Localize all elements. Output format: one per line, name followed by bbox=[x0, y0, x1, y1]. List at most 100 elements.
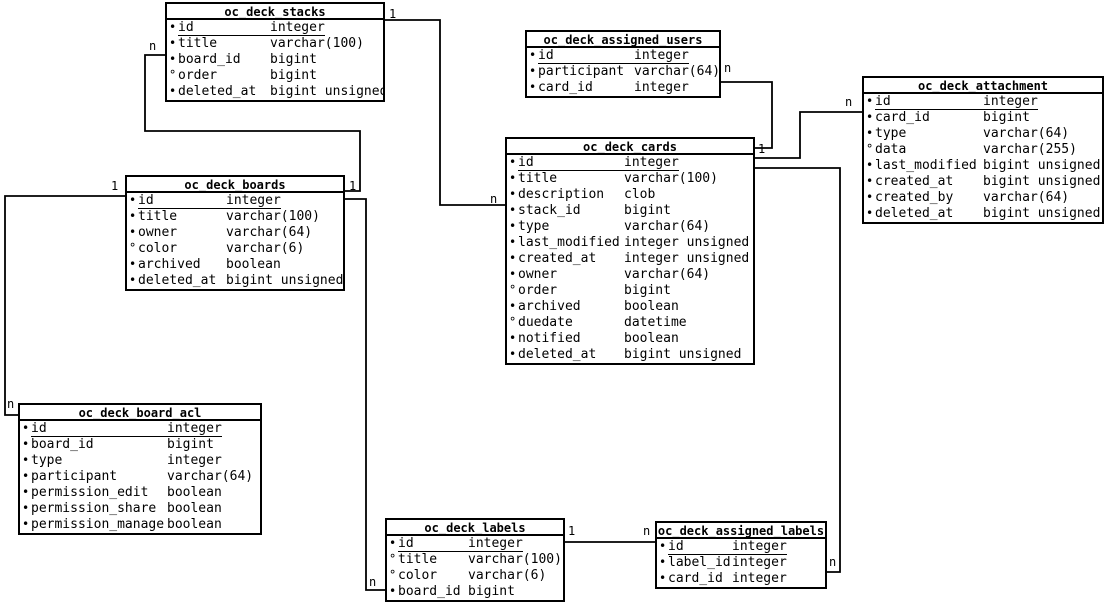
column-type: varchar(64) bbox=[634, 64, 719, 79]
column-name: participant bbox=[31, 469, 118, 484]
column-type: integer bbox=[732, 571, 787, 586]
column-name: title bbox=[398, 552, 438, 567]
nullable-bullet-icon: ° bbox=[129, 241, 137, 255]
notnull-bullet-icon: • bbox=[389, 584, 397, 598]
notnull-bullet-icon: • bbox=[509, 219, 517, 233]
cardinality-label: n bbox=[369, 575, 377, 589]
column-name: order bbox=[178, 68, 218, 83]
column-type: integer bbox=[468, 536, 523, 552]
table-name: oc_deck_boards bbox=[127, 177, 343, 193]
column-name: color bbox=[138, 241, 178, 256]
column-type: boolean bbox=[167, 485, 222, 500]
cardinality-label: 1 bbox=[758, 142, 766, 156]
column-name: id bbox=[31, 421, 167, 437]
notnull-bullet-icon: • bbox=[509, 187, 517, 201]
column-type: bigint bbox=[983, 110, 1030, 125]
notnull-bullet-icon: • bbox=[509, 171, 517, 185]
relation-line-boards-stacks bbox=[144, 54, 361, 192]
column-name: deleted_at bbox=[518, 347, 597, 362]
notnull-bullet-icon: • bbox=[866, 126, 874, 140]
column-type: varchar(100) bbox=[624, 171, 718, 186]
column-type: bigint unsigned bbox=[624, 347, 742, 362]
column-name: card_id bbox=[875, 110, 930, 125]
column-type: boolean bbox=[624, 299, 679, 314]
notnull-bullet-icon: • bbox=[509, 347, 517, 361]
notnull-bullet-icon: • bbox=[22, 421, 30, 435]
column-type: varchar(100) bbox=[468, 552, 562, 567]
cardinality-label: n bbox=[724, 61, 732, 75]
nullable-bullet-icon: ° bbox=[509, 283, 517, 297]
column-type: bigint unsigned bbox=[983, 174, 1101, 189]
notnull-bullet-icon: • bbox=[129, 225, 137, 239]
nullable-bullet-icon: ° bbox=[866, 142, 874, 156]
column-type: boolean bbox=[226, 257, 281, 272]
column-name: archived bbox=[518, 299, 581, 314]
relation-line-boards-board-acl bbox=[4, 195, 125, 416]
relation-line-cards-attachment bbox=[755, 111, 862, 159]
column-name: notified bbox=[518, 331, 581, 346]
column-type: varchar(6) bbox=[226, 241, 305, 256]
column-name: id bbox=[668, 539, 732, 555]
column-name: id bbox=[875, 94, 983, 110]
notnull-bullet-icon: • bbox=[866, 190, 874, 204]
notnull-bullet-icon: • bbox=[22, 501, 30, 515]
column-type: varchar(64) bbox=[983, 190, 1070, 205]
column-type: bigint bbox=[624, 283, 671, 298]
notnull-bullet-icon: • bbox=[22, 517, 30, 531]
column-type: integer bbox=[634, 80, 689, 95]
nullable-bullet-icon: ° bbox=[509, 315, 517, 329]
column-name: last_modified bbox=[518, 235, 620, 250]
column-name: created_at bbox=[518, 251, 597, 266]
column-type: integer bbox=[167, 421, 222, 437]
table-name: oc_deck_stacks bbox=[167, 4, 383, 20]
column-name: description bbox=[518, 187, 605, 202]
column-row: °color varchar(6) bbox=[127, 241, 343, 257]
column-type: bigint bbox=[270, 52, 317, 67]
column-type: bigint unsigned bbox=[226, 273, 343, 288]
notnull-bullet-icon: • bbox=[129, 209, 137, 223]
notnull-bullet-icon: • bbox=[389, 536, 397, 550]
column-type: integer bbox=[270, 20, 325, 36]
column-name: board_id bbox=[178, 52, 241, 67]
column-name: title bbox=[138, 209, 178, 224]
column-type: integer bbox=[167, 453, 222, 468]
column-type: varchar(64) bbox=[167, 469, 254, 484]
column-name: participant bbox=[538, 64, 625, 79]
cardinality-label: 1 bbox=[111, 179, 119, 193]
notnull-bullet-icon: • bbox=[659, 539, 667, 553]
column-name: card_id bbox=[668, 571, 723, 586]
notnull-bullet-icon: • bbox=[509, 251, 517, 265]
notnull-bullet-icon: • bbox=[509, 267, 517, 281]
nullable-bullet-icon: ° bbox=[169, 68, 177, 82]
column-name: color bbox=[398, 568, 438, 583]
notnull-bullet-icon: • bbox=[169, 84, 177, 98]
notnull-bullet-icon: • bbox=[509, 155, 517, 169]
cardinality-label: 1 bbox=[389, 7, 397, 21]
column-name: board_id bbox=[31, 437, 94, 452]
